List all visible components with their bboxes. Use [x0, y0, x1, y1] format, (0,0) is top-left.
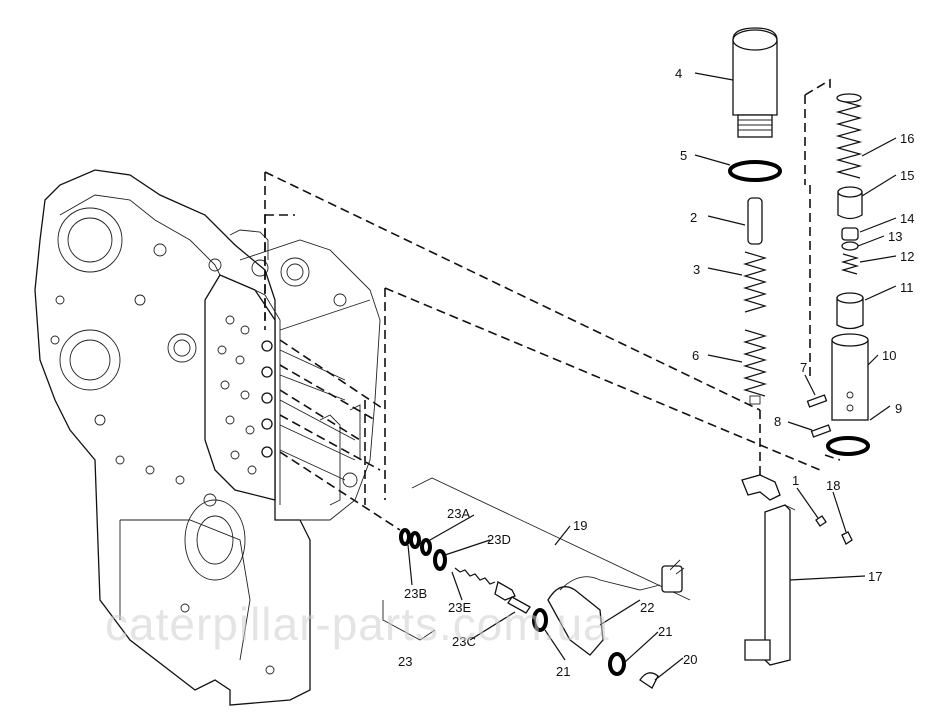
part-8-pin — [810, 424, 832, 438]
part-2-pin — [747, 197, 763, 245]
part-22-solenoid — [547, 586, 604, 656]
part-20-clip — [639, 672, 659, 689]
callout-12: 12 — [900, 249, 914, 264]
part-6-spring — [742, 329, 768, 397]
solenoid-group — [382, 477, 691, 689]
part-23E-spring — [454, 567, 496, 585]
part-21-ring-a — [532, 608, 548, 632]
part-1-bolt — [815, 515, 827, 527]
assembly-guide-lines — [264, 78, 841, 531]
part-11-piston — [836, 297, 864, 330]
bracket-assembly — [741, 474, 853, 666]
part-9-o-ring — [826, 436, 870, 456]
callout-11: 11 — [900, 280, 914, 295]
part-23C-plunger — [507, 596, 531, 614]
part-18-bolt — [841, 531, 853, 545]
callout-1: 1 — [792, 473, 799, 488]
callout-22: 22 — [640, 600, 654, 615]
part-7-pin — [806, 394, 828, 408]
part-15-retainer — [837, 191, 863, 220]
callout-16: 16 — [900, 131, 914, 146]
relief-valve-stack — [806, 93, 870, 456]
callout-14: 14 — [900, 211, 914, 226]
part-23D-ring — [433, 549, 447, 571]
callout-23C: 23C — [452, 634, 476, 649]
callout-5: 5 — [680, 148, 687, 163]
callout-8: 8 — [774, 414, 781, 429]
part-23B-ring — [399, 528, 411, 546]
callout-23: 23 — [398, 654, 412, 669]
callout-23E: 23E — [448, 600, 471, 615]
part-12-spring — [840, 253, 860, 275]
callout-6: 6 — [692, 348, 699, 363]
callout-23D: 23D — [487, 532, 511, 547]
part-16-spring — [835, 99, 863, 179]
callout-7: 7 — [800, 360, 807, 375]
part-21-ring-b — [608, 652, 626, 676]
callout-21-lower: 21 — [556, 664, 570, 679]
callout-21-upper: 21 — [658, 624, 672, 639]
part-10-sleeve — [831, 339, 869, 421]
callout-3: 3 — [693, 262, 700, 277]
part-13 — [841, 241, 859, 251]
callout-10: 10 — [882, 348, 896, 363]
callout-18: 18 — [826, 478, 840, 493]
part-14 — [841, 227, 859, 241]
callout-19: 19 — [573, 518, 587, 533]
callout-23B: 23B — [404, 586, 427, 601]
callout-20: 20 — [683, 652, 697, 667]
callout-15: 15 — [900, 168, 914, 183]
pressure-valve-stack — [728, 27, 782, 405]
callout-labels: 4 5 2 3 6 7 8 9 10 11 12 13 14 15 16 17 … — [398, 66, 914, 679]
callout-23A: 23A — [447, 506, 470, 521]
part-23A-ring — [420, 538, 432, 556]
callout-17: 17 — [868, 569, 882, 584]
leader-lines — [407, 72, 897, 681]
watermark: caterpillar-parts.com.ua — [105, 598, 610, 650]
callout-13: 13 — [888, 229, 902, 244]
callout-2: 2 — [690, 210, 697, 225]
part-3-spring — [742, 251, 768, 313]
part-5-o-ring — [728, 160, 782, 182]
callout-4: 4 — [675, 66, 682, 81]
callout-9: 9 — [895, 401, 902, 416]
valve-body-plate — [204, 274, 371, 506]
